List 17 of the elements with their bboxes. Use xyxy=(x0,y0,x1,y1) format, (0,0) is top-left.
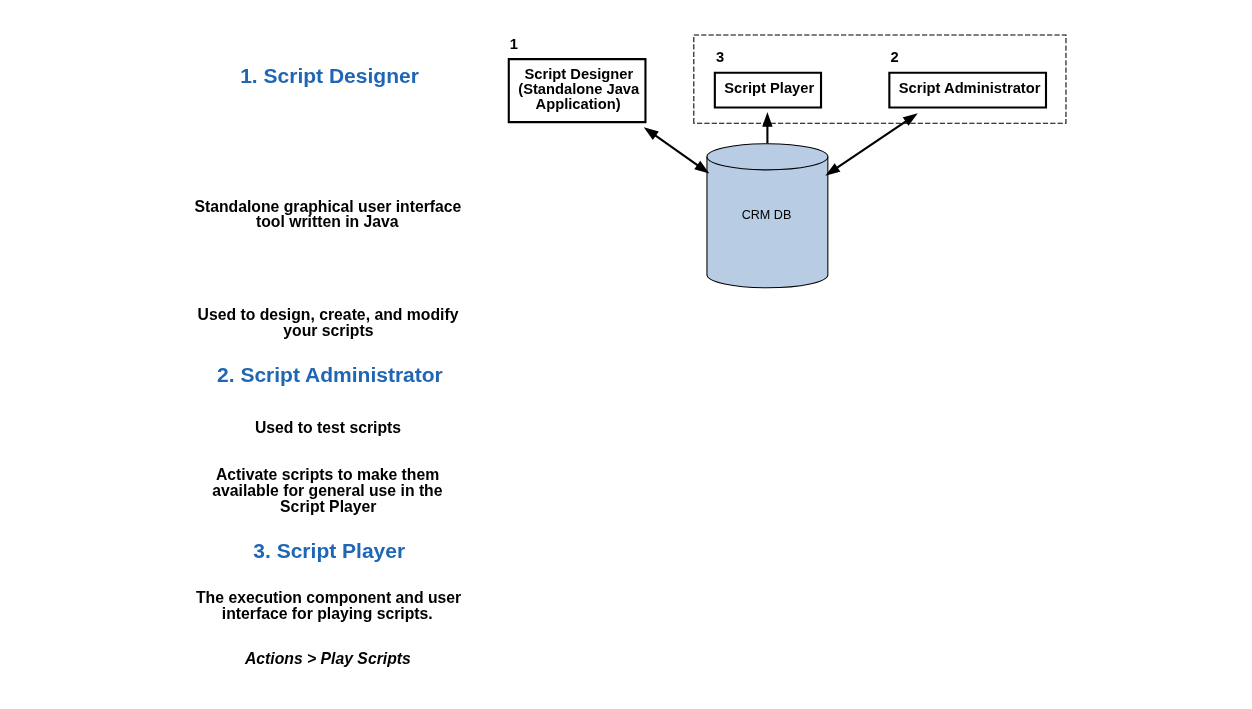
node-box: Script Administrator xyxy=(888,71,1048,109)
label: Used to design, create, and modify your scripts xyxy=(197,306,459,340)
node-label: 2 xyxy=(890,49,899,66)
arrow xyxy=(643,127,710,174)
label: Activate scripts to make them available for general use in the Script Player xyxy=(212,466,443,515)
label: Actions > Play Scripts xyxy=(244,649,411,667)
label: Used to test scripts xyxy=(254,419,402,437)
label: 1. Script Designer xyxy=(240,64,419,88)
arrow xyxy=(825,113,918,176)
label: Standalone graphical user interface tool written in Java xyxy=(194,197,462,231)
label: 3. Script Player xyxy=(253,538,406,562)
label: 2. Script Administrator xyxy=(217,363,443,387)
node-box: Script Player xyxy=(713,71,823,109)
label: The execution component and user interface for playing scripts. xyxy=(196,589,462,622)
node-label: 3 xyxy=(715,49,725,66)
node-label: 1 xyxy=(509,35,519,52)
node-box: Script Designer (Standalone Java Application) xyxy=(507,58,647,124)
